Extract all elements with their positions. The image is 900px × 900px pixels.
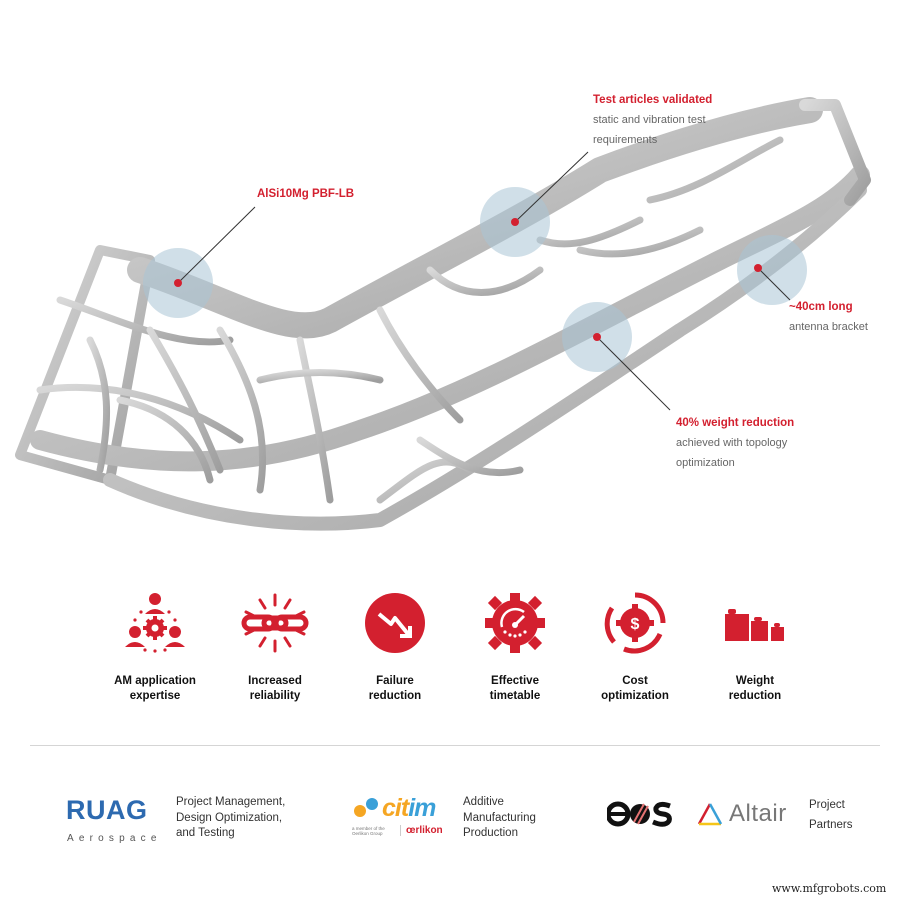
weights-icon bbox=[720, 590, 790, 656]
team-gear-icon bbox=[120, 590, 190, 656]
ruag-logo: RUAG bbox=[66, 795, 148, 825]
dollar-gear-icon: $ bbox=[600, 590, 670, 656]
callout-tests-title: Test articles validated bbox=[593, 94, 713, 106]
antenna-bracket-image bbox=[15, 97, 871, 531]
chain-link-icon bbox=[240, 590, 310, 656]
svg-text:$: $ bbox=[631, 616, 640, 633]
callout-weight-title: 40% weight reduction bbox=[676, 417, 795, 429]
gauge-gear-icon bbox=[480, 590, 550, 656]
citim-logo: citim a member of the Oerlikon Group œrl… bbox=[352, 794, 443, 836]
callout-weight-line: optimization bbox=[676, 457, 735, 469]
callout-weight-line: achieved with topology bbox=[676, 437, 788, 449]
callout-material: AlSi10Mg PBF-LB bbox=[257, 184, 354, 204]
callout-weight: 40% weight reduction achieved with topol… bbox=[676, 413, 794, 473]
callout-length: ~40cm long antenna bracket bbox=[789, 297, 868, 337]
callout-length-line: antenna bracket bbox=[789, 321, 868, 333]
callout-length-title: ~40cm long bbox=[789, 301, 853, 313]
ruag-role: Project Management,Design Optimization,a… bbox=[176, 796, 286, 839]
ruag-aerospace-label: Aerospace bbox=[67, 833, 162, 844]
citim-hexagons-icon bbox=[354, 798, 378, 817]
trend-down-icon bbox=[360, 590, 430, 656]
oerlikon-logo: œrlikon bbox=[400, 825, 443, 836]
callout-tests: Test articles validated static and vibra… bbox=[593, 90, 712, 150]
section-divider bbox=[30, 745, 880, 746]
altair-logo: Altair bbox=[697, 800, 787, 828]
eos-logo bbox=[605, 800, 673, 833]
callout-material-title: AlSi10Mg PBF-LB bbox=[257, 188, 355, 200]
watermark: www.mfgrobots.com bbox=[772, 882, 887, 895]
altair-triangle-icon bbox=[697, 803, 723, 826]
callout-tests-line: static and vibration test bbox=[593, 114, 706, 126]
callout-tests-line: requirements bbox=[593, 134, 658, 146]
